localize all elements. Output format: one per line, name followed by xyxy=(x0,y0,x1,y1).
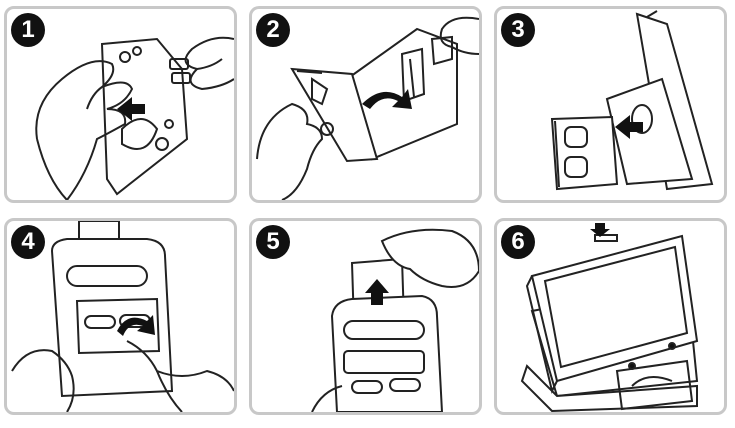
stand-plate-icon xyxy=(330,294,444,412)
step-2-panel: 2 xyxy=(249,6,482,203)
step-6-badge: 6 xyxy=(501,225,535,259)
arrow-left-icon xyxy=(615,115,643,139)
hand-icon xyxy=(256,102,324,200)
step-1-badge: 1 xyxy=(11,13,45,47)
step-3-panel: 3 xyxy=(494,6,727,203)
step-6-illustration xyxy=(520,223,699,412)
hand-icon xyxy=(11,349,75,412)
step-4-badge: 4 xyxy=(11,225,45,259)
hand-icon xyxy=(439,16,479,55)
step-6-panel: 6 xyxy=(494,218,727,415)
step-2-illustration xyxy=(256,16,479,200)
curved-arrow-icon xyxy=(117,315,155,336)
step-5-badge: 5 xyxy=(256,225,290,259)
step-2-badge: 2 xyxy=(256,13,290,47)
stand-plate-icon xyxy=(100,37,189,196)
step-1-panel: 1 xyxy=(4,6,237,203)
arrow-left-icon xyxy=(117,97,145,121)
hand-icon xyxy=(311,385,343,412)
step-3-badge: 3 xyxy=(501,13,535,47)
arrow-down-icon xyxy=(590,223,610,237)
step-5-panel: 5 xyxy=(249,218,482,415)
step-3-illustration xyxy=(550,10,714,191)
hand-icon xyxy=(380,228,479,288)
arrow-up-icon xyxy=(365,279,389,305)
console-icon xyxy=(525,234,699,394)
step-4-illustration xyxy=(11,221,234,412)
step-1-illustration xyxy=(35,36,234,200)
hand-icon xyxy=(184,36,234,91)
hand-icon xyxy=(126,340,234,392)
curved-arrow-icon xyxy=(362,89,412,109)
step-5-illustration xyxy=(311,228,479,412)
step-4-panel: 4 xyxy=(4,218,237,415)
hand-icon xyxy=(35,60,134,200)
